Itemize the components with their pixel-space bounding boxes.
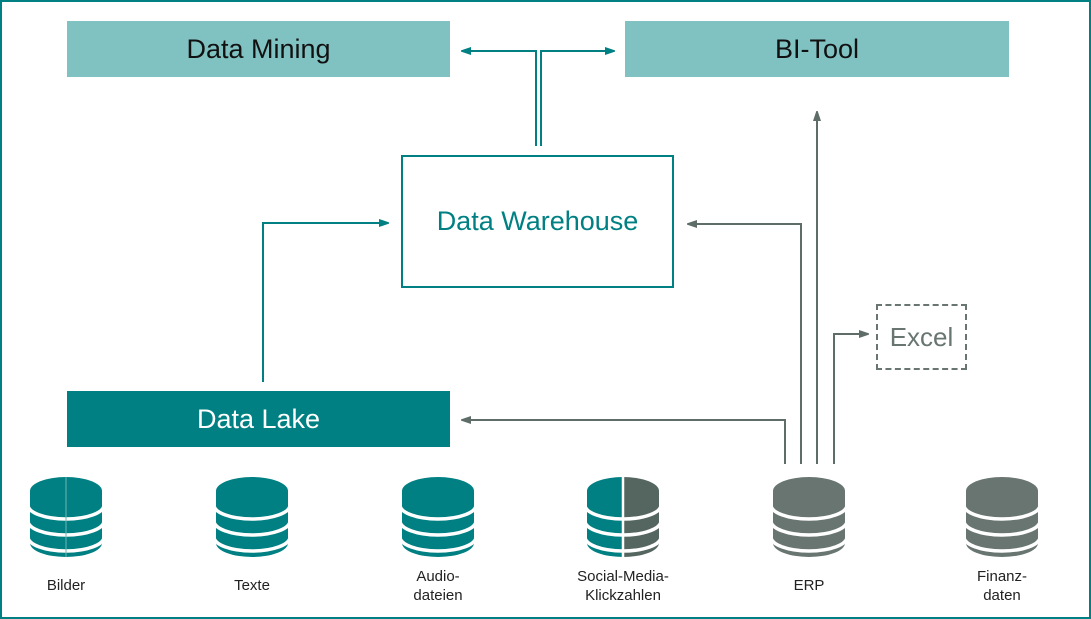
connector-warehouse-to-mining-bi: [462, 51, 614, 146]
data-source-label: Texte: [234, 577, 270, 594]
data-lake-label: Data Lake: [196, 403, 321, 434]
data-source-erp: [771, 475, 847, 564]
data-source-label: Audio- dateien: [413, 568, 463, 604]
data-source-label: Finanz- daten: [976, 568, 1028, 604]
database-icon: [773, 477, 845, 557]
connector-erp-to-lake: [462, 420, 786, 464]
data-source-label: ERP: [793, 577, 825, 594]
database-icon: [402, 477, 474, 557]
bi-tool-box: BI-Tool: [625, 21, 1009, 77]
excel-box: Excel: [876, 304, 967, 370]
connector-lake-to-warehouse: [262, 223, 388, 382]
connector-erp-to-warehouse: [688, 224, 802, 464]
database-icon: [587, 477, 659, 557]
bi-tool-label: BI-Tool: [774, 33, 860, 64]
data-source-label: Social-Media- Klickzahlen: [577, 568, 669, 604]
data-warehouse-label: Data Warehouse: [436, 206, 639, 236]
database-icon: [216, 477, 288, 557]
data-source-texte: [214, 475, 290, 564]
data-source-socialmediaklickzahlen: [585, 475, 661, 564]
data-mining-box: Data Mining: [67, 21, 450, 77]
connector-erp-to-excel: [833, 334, 868, 464]
database-icon: [966, 477, 1038, 557]
data-source-finanzdaten: [964, 475, 1040, 564]
data-lake-box: Data Lake: [67, 391, 450, 447]
data-source-audiodateien: [400, 475, 476, 564]
data-warehouse-box: Data Warehouse: [401, 155, 674, 288]
database-icon: [30, 477, 102, 557]
data-source-label: Bilder: [46, 577, 86, 594]
excel-label: Excel: [889, 321, 954, 352]
data-mining-label: Data Mining: [186, 33, 331, 64]
data-source-bilder: [28, 475, 104, 564]
